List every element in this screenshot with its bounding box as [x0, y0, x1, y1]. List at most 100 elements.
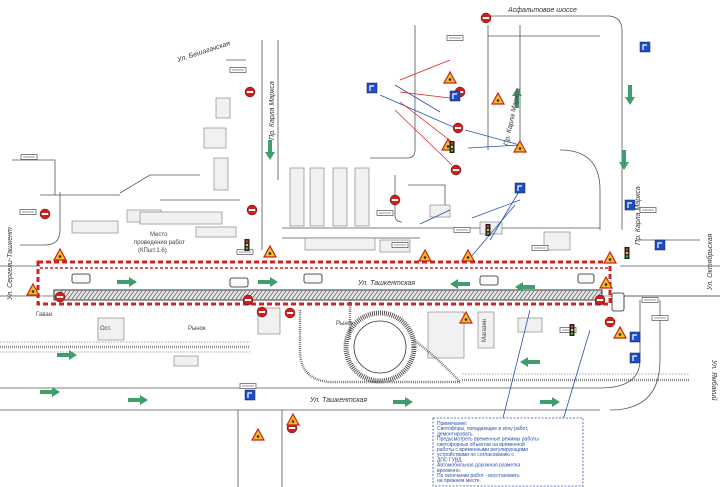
plate-sign [651, 315, 669, 321]
market-left-label: Рынок [188, 326, 206, 332]
blue-sign [449, 90, 461, 102]
stop-sign [594, 294, 606, 306]
plate-sign [446, 35, 464, 41]
blue-sign [639, 41, 651, 53]
plate-sign [391, 242, 409, 248]
light-sign [244, 239, 250, 251]
stop-sign [39, 208, 51, 220]
car-2 [303, 273, 323, 284]
gate-label: Гаваи [36, 312, 52, 318]
stop-label: Ост. [100, 326, 112, 332]
plate-sign [376, 210, 394, 216]
callout-lines [379, 84, 591, 431]
note-line: устройствами по согласованию с [437, 451, 514, 458]
street-beshagach: Ул. Бешагачская [176, 40, 232, 64]
warn-sign [25, 282, 41, 296]
note-line: светофорных объектов на временной [437, 441, 525, 448]
note-line: Примечание: [437, 421, 467, 427]
warn-sign [490, 91, 506, 105]
railway-track [0, 341, 690, 382]
notes-text: Примечание:Светофоры, попадающие в зону … [437, 421, 539, 484]
street-tashkent-main: Ул. Ташкентская [357, 280, 415, 287]
blue-sign [624, 199, 636, 211]
warn-sign [460, 248, 476, 262]
street-karla-marksa-right: Пр. Карла Маркса [635, 186, 642, 245]
stop-sign [244, 86, 256, 98]
blue-sign [654, 239, 666, 251]
plate-sign [531, 245, 549, 251]
car-5 [611, 292, 625, 312]
stop-sign [450, 164, 462, 176]
stop-sign [54, 291, 66, 303]
car-4 [229, 277, 249, 288]
light-sign [624, 247, 630, 259]
work-site-label-1: Место [150, 232, 168, 238]
stop-sign [246, 204, 258, 216]
blue-sign [244, 389, 256, 401]
stop-sign [256, 306, 268, 318]
blue-sign [629, 352, 641, 364]
stop-sign [604, 316, 616, 328]
plate-sign [453, 227, 471, 233]
warn-sign [262, 244, 278, 258]
note-line: работы с временными регулирующими [437, 447, 528, 453]
street-right-bottom: Ул. Ямбакий [710, 359, 718, 401]
note-line: Предусмотреть временные режимы работы [437, 437, 539, 443]
blue-sign [366, 82, 378, 94]
note-line: По окончании работ - восстановить [437, 473, 520, 479]
warn-sign [285, 412, 301, 426]
car-6 [577, 273, 595, 284]
blue-sign [514, 182, 526, 194]
stop-sign [480, 12, 492, 24]
plate-sign [239, 383, 257, 389]
stop-sign [389, 194, 401, 206]
road-signs [19, 12, 669, 441]
street-karla-marksa-mid: Пр. Карла Маркса [503, 87, 522, 146]
stop-sign [284, 307, 296, 319]
street-tashkent-lower: Ул. Ташкентская [309, 397, 367, 404]
street-karla-marksa-left: Пр. Карла Маркса [269, 81, 276, 140]
warn-sign [250, 427, 266, 441]
work-site-label-2: проведения работ [134, 240, 185, 246]
place-labels: Место проведения работ (КПшт.1.6) Гаваи … [36, 232, 488, 342]
warn-sign [598, 275, 614, 289]
light-sign [485, 224, 491, 236]
road-outlines [0, 15, 720, 487]
roundabout [298, 300, 461, 384]
stop-sign [452, 122, 464, 134]
warn-sign [458, 310, 474, 324]
note-line: на прежнем месте. [437, 478, 481, 484]
warn-sign [417, 248, 433, 262]
plate-sign [229, 67, 247, 73]
street-asphalt-highway: Асфальтовое шоссе [507, 7, 577, 14]
car-1 [71, 273, 91, 284]
market-center-label: Рынок [336, 321, 354, 327]
warn-sign [602, 250, 618, 264]
plate-sign [639, 207, 657, 213]
work-site-label-3: (КПшт.1.6) [138, 248, 167, 254]
vehicles [71, 273, 625, 312]
red-callout-lines [394, 59, 453, 166]
note-line: ДПС ГУВД. [437, 457, 463, 463]
note-line: Светофоры, попадающие в зону работ, [437, 426, 528, 432]
shop-label: Магазин [482, 319, 488, 342]
light-sign [569, 324, 575, 336]
blue-sign [629, 331, 641, 343]
car-3 [479, 275, 499, 286]
warn-sign [512, 139, 528, 153]
note-line: временно. [437, 468, 461, 474]
light-sign [449, 141, 455, 153]
plate-sign [641, 297, 659, 303]
note-line: Автомобильная дорожная разметка [437, 463, 521, 469]
plate-sign [19, 209, 37, 215]
note-line: демонтировать. [437, 431, 474, 437]
plate-sign [20, 154, 38, 160]
stop-sign [242, 294, 254, 306]
warn-sign [442, 70, 458, 84]
street-right-top: Ул. Октябрьская [706, 233, 714, 291]
street-sergeli: Ул. Сергели-Ташкент [7, 227, 14, 301]
warn-sign [52, 247, 68, 261]
traffic-arrows [40, 85, 635, 407]
